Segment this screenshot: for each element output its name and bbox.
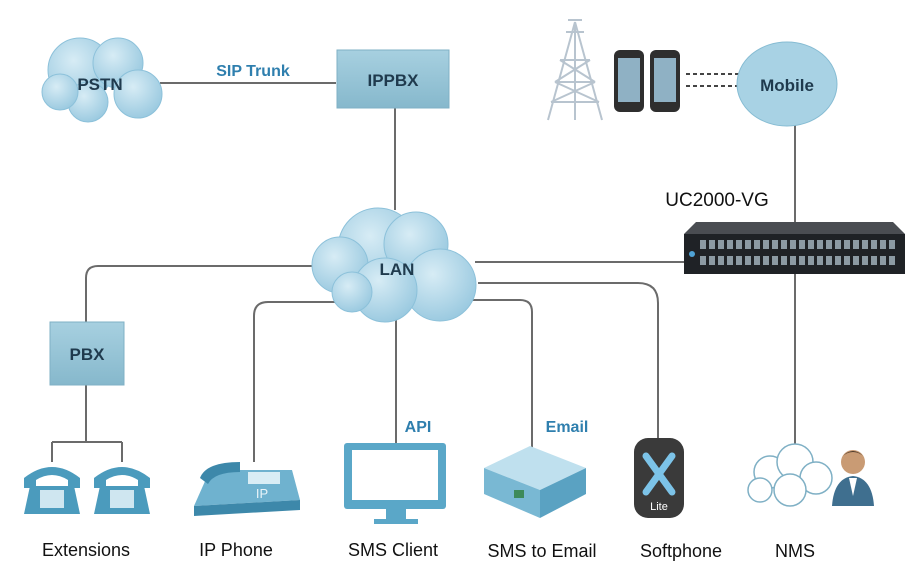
gateway-port	[754, 240, 760, 249]
endpoint-labels: Extensions IP Phone SMS Client SMS to Em…	[42, 540, 815, 561]
gateway-port	[844, 256, 850, 265]
gateway-port	[718, 240, 724, 249]
mobile-label: Mobile	[760, 76, 814, 95]
extensions-label: Extensions	[42, 540, 130, 560]
gateway-port	[871, 256, 877, 265]
email-server-icon	[484, 446, 586, 518]
gateway-port	[808, 256, 814, 265]
desk-phone-icon	[24, 467, 80, 514]
gateway-port	[853, 256, 859, 265]
sms-client-label: SMS Client	[348, 540, 438, 560]
softphone-label: Softphone	[640, 541, 722, 561]
gateway-port	[763, 240, 769, 249]
cell-tower-icon	[547, 19, 603, 121]
gateway-port	[790, 240, 796, 249]
gateway-port	[745, 240, 751, 249]
gateway-port	[799, 240, 805, 249]
extensions-phones	[24, 467, 150, 514]
lan-softphone-line	[478, 282, 659, 440]
gateway-port	[871, 240, 877, 249]
gateway-port	[772, 240, 778, 249]
gateway-port	[835, 256, 841, 265]
gateway-port	[817, 256, 823, 265]
cloud-icon	[747, 443, 833, 507]
gateway-port	[709, 240, 715, 249]
gateway-port	[736, 240, 742, 249]
gateway-port	[700, 240, 706, 249]
gateway-port	[862, 240, 868, 249]
lan-ipphone-line	[253, 301, 350, 462]
ippbx-label: IPPBX	[367, 71, 419, 90]
gateway-port	[889, 256, 895, 265]
ip-phone-icon: IP	[194, 462, 300, 516]
pbx-box: PBX	[49, 321, 125, 386]
smartphone-icon	[614, 50, 680, 112]
gateway-port	[781, 256, 787, 265]
mobile-node: Mobile	[736, 41, 838, 127]
cloud-icon	[311, 207, 477, 323]
lan-cloud: LAN	[311, 207, 477, 323]
gateway-port	[862, 256, 868, 265]
gateway-port	[880, 256, 886, 265]
gateway-port	[772, 256, 778, 265]
desk-phone-icon	[94, 467, 150, 514]
softphone-app-icon: Lite	[634, 438, 684, 518]
gateway-label: UC2000-VG	[665, 190, 769, 211]
gateway-port	[727, 256, 733, 265]
gateway-port	[727, 240, 733, 249]
lan-label: LAN	[380, 260, 415, 279]
lan-email-line	[470, 299, 533, 450]
gateway-ports	[700, 240, 895, 265]
lan-pbx-line	[85, 265, 318, 322]
pbx-label: PBX	[70, 345, 106, 364]
gateway-port	[853, 240, 859, 249]
gateway-port	[700, 256, 706, 265]
gateway-port	[745, 256, 751, 265]
gateway-port	[835, 240, 841, 249]
gateway-port	[880, 240, 886, 249]
softphone-badge: Lite	[650, 501, 668, 513]
ip-phone-badge: IP	[256, 486, 268, 501]
gateway-port	[844, 240, 850, 249]
gateway-port	[826, 256, 832, 265]
pstn-label: PSTN	[77, 75, 122, 94]
gateway-port	[790, 256, 796, 265]
email-label: Email	[546, 419, 589, 436]
connection-lines	[51, 73, 796, 462]
gateway-port	[763, 256, 769, 265]
gateway-port	[709, 256, 715, 265]
nms-node	[747, 443, 874, 507]
sms-to-email-label: SMS to Email	[487, 541, 596, 561]
gateway-port	[781, 240, 787, 249]
gateway-port	[826, 240, 832, 249]
cloud-icon	[41, 37, 163, 123]
gateway-port	[817, 240, 823, 249]
pstn-cloud: PSTN	[41, 37, 163, 123]
ip-phone-label: IP Phone	[199, 540, 273, 560]
gateway-port	[754, 256, 760, 265]
sip-trunk-label: SIP Trunk	[216, 63, 290, 80]
user-avatar-icon	[832, 450, 874, 506]
api-label: API	[405, 419, 432, 436]
ippbx-box: IPPBX	[336, 49, 450, 109]
monitor-icon	[344, 443, 446, 524]
gateway-port	[889, 240, 895, 249]
gateway-port	[799, 256, 805, 265]
rack-gateway-icon	[684, 222, 905, 274]
gateway-port	[736, 256, 742, 265]
gateway-port	[808, 240, 814, 249]
nms-label: NMS	[775, 541, 815, 561]
gateway-port	[718, 256, 724, 265]
